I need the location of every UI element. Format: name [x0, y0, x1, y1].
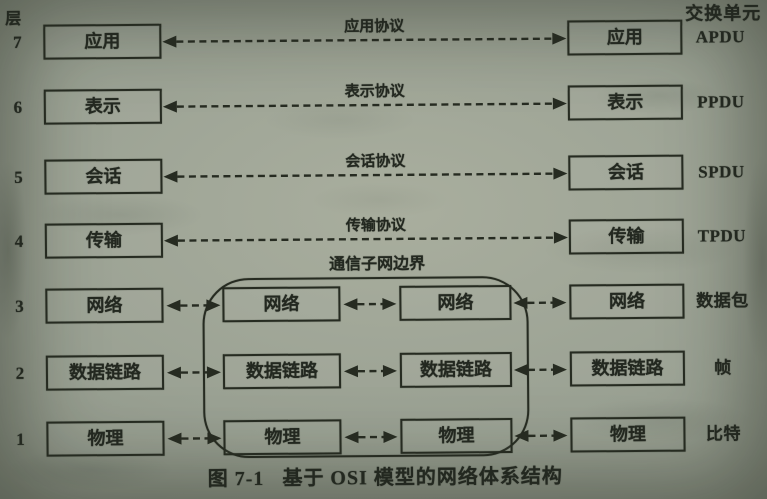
figure-number: 图 7-1 [207, 467, 265, 491]
layer-axis-label: 层 [5, 10, 22, 28]
layer-number-5: 5 [14, 167, 23, 187]
exchange-unit-packet: 数据包 [696, 291, 749, 311]
left-box-layer-4: 传输 [44, 222, 164, 259]
left-box-layer-7: 应用 [43, 23, 162, 60]
subnet-left-box-physical: 物理 [223, 419, 342, 456]
layer-number-6: 6 [13, 97, 23, 117]
right-box-layer-5: 会话 [568, 154, 684, 191]
right-box-layer-6: 表示 [567, 84, 683, 121]
layer-number-2: 2 [15, 363, 25, 383]
exchange-unit-tpdu: TPDU [697, 226, 747, 246]
right-box-layer-2: 数据链路 [569, 350, 686, 387]
right-box-layer-1: 物理 [570, 416, 686, 453]
layer-number-4: 4 [14, 231, 24, 251]
exchange-unit-header: 交换单元 [685, 3, 762, 24]
layer-number-3: 3 [15, 296, 24, 316]
right-box-layer-3: 网络 [569, 283, 685, 320]
layer-number-7: 7 [13, 32, 22, 52]
figure-title: 基于 OSI 模型的网络体系结构 [282, 465, 563, 490]
right-box-layer-7: 应用 [567, 19, 683, 56]
exchange-unit-frame: 帧 [714, 358, 732, 378]
exchange-unit-ppdu: PPDU [697, 92, 745, 112]
right-box-layer-4: 传输 [568, 218, 685, 255]
left-box-layer-5: 会话 [44, 158, 163, 195]
exchange-unit-spdu: SPDU [698, 162, 745, 182]
figure-caption: 图 7-1 基于 OSI 模型的网络体系结构 [2, 458, 767, 493]
exchange-unit-apdu: APDU [695, 27, 746, 47]
left-box-layer-2: 数据链路 [45, 354, 165, 391]
protocol-label-presentation: 表示协议 [344, 83, 405, 101]
subnet-boundary-label: 通信子网边界 [329, 255, 426, 274]
left-box-layer-1: 物理 [46, 420, 165, 457]
left-box-layer-6: 表示 [43, 88, 163, 125]
layer-number-1: 1 [16, 429, 25, 449]
subnet-right-box-datalink: 数据链路 [399, 351, 513, 388]
protocol-label-application: 应用协议 [344, 18, 405, 36]
subnet-left-box-datalink: 数据链路 [222, 353, 342, 390]
left-box-layer-3: 网络 [45, 287, 164, 324]
protocol-label-transport: 传输协议 [345, 217, 406, 235]
subnet-right-box-physical: 物理 [400, 417, 513, 454]
exchange-unit-bit: 比特 [705, 424, 742, 444]
subnet-right-box-network: 网络 [399, 284, 512, 321]
subnet-left-box-network: 网络 [222, 286, 341, 323]
protocol-label-session: 会话协议 [345, 153, 406, 171]
